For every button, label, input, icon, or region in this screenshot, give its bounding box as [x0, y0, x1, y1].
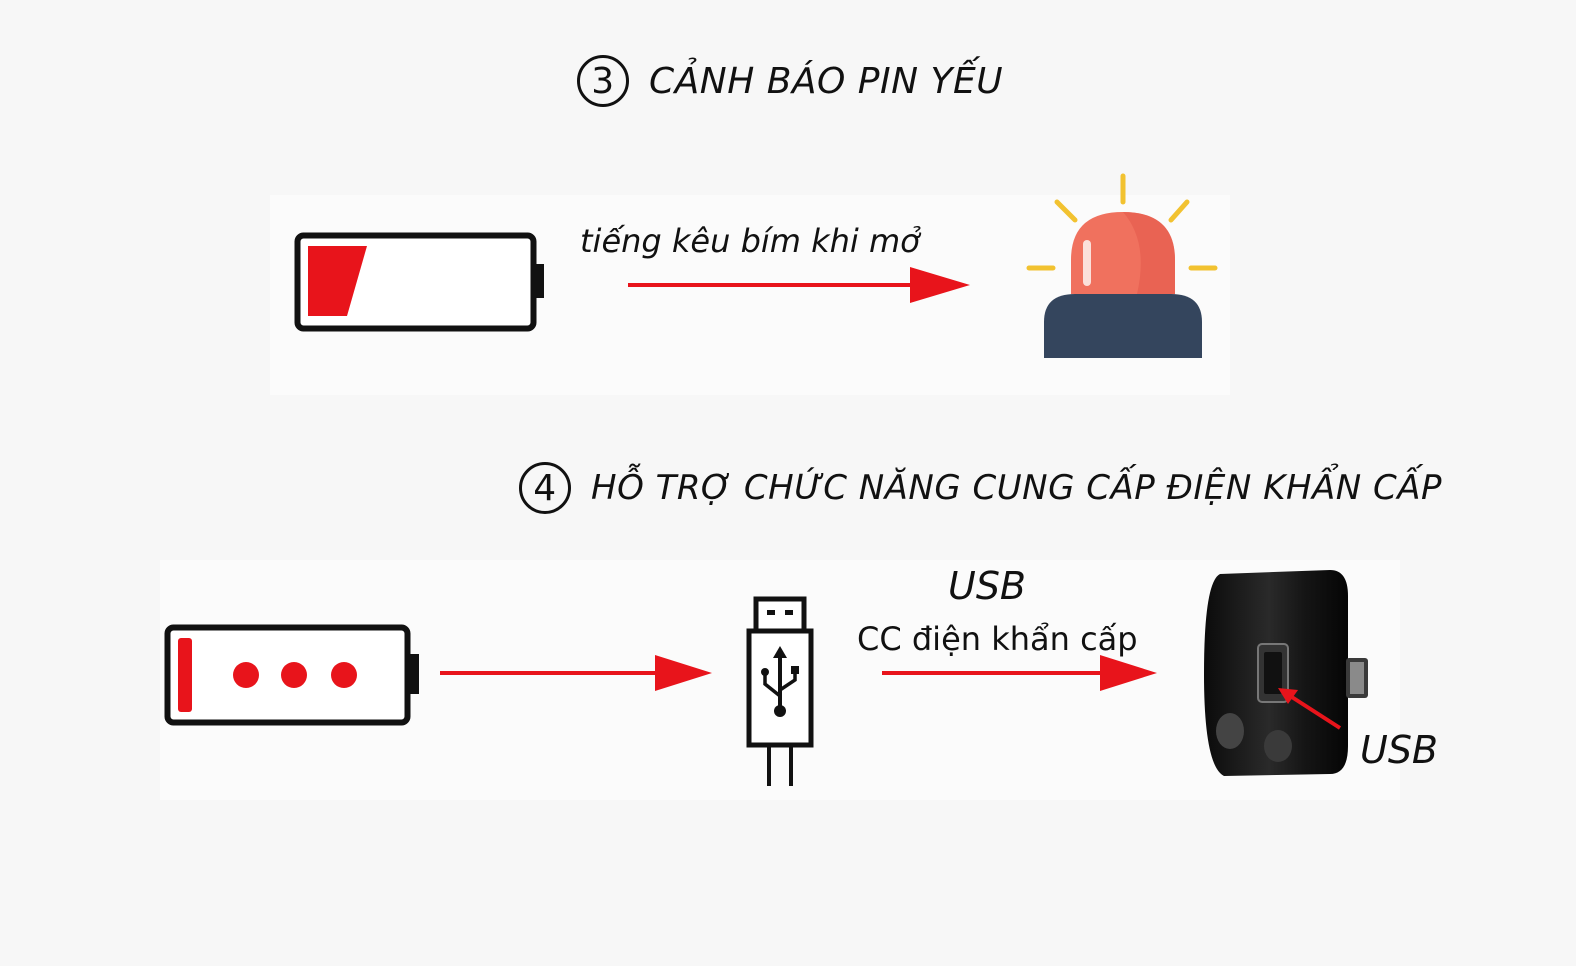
section4-heading: 4 HỖ TRỢ CHỨC NĂNG CUNG CẤP ĐIỆN KHẨN CẤ…	[519, 462, 1442, 514]
charging-battery-icon	[164, 624, 419, 726]
section3-number-badge: 3	[577, 55, 629, 107]
section3-heading: 3 CẢNH BÁO PIN YẾU	[577, 55, 1003, 107]
device-usb-label: USB	[1360, 728, 1439, 772]
battery-to-usb-arrow-icon	[440, 655, 712, 691]
emergency-power-caption: CC điện khẩn cấp	[857, 620, 1138, 658]
warning-arrow-icon	[628, 267, 970, 303]
section4-title: HỖ TRỢ CHỨC NĂNG CUNG CẤP ĐIỆN KHẨN CẤP	[591, 468, 1443, 508]
beep-caption: tiếng kêu bím khi mở	[580, 222, 920, 260]
usb-plug-icon	[746, 596, 814, 786]
usb-caption: USB	[948, 564, 1027, 608]
low-battery-icon	[294, 232, 544, 332]
usb-to-device-arrow-icon	[882, 655, 1157, 691]
siren-alarm-icon	[1026, 173, 1218, 358]
section3-title: CẢNH BÁO PIN YẾU	[649, 60, 1004, 102]
device-usb-port-icon	[1204, 570, 1368, 776]
section4-number-badge: 4	[519, 462, 571, 514]
